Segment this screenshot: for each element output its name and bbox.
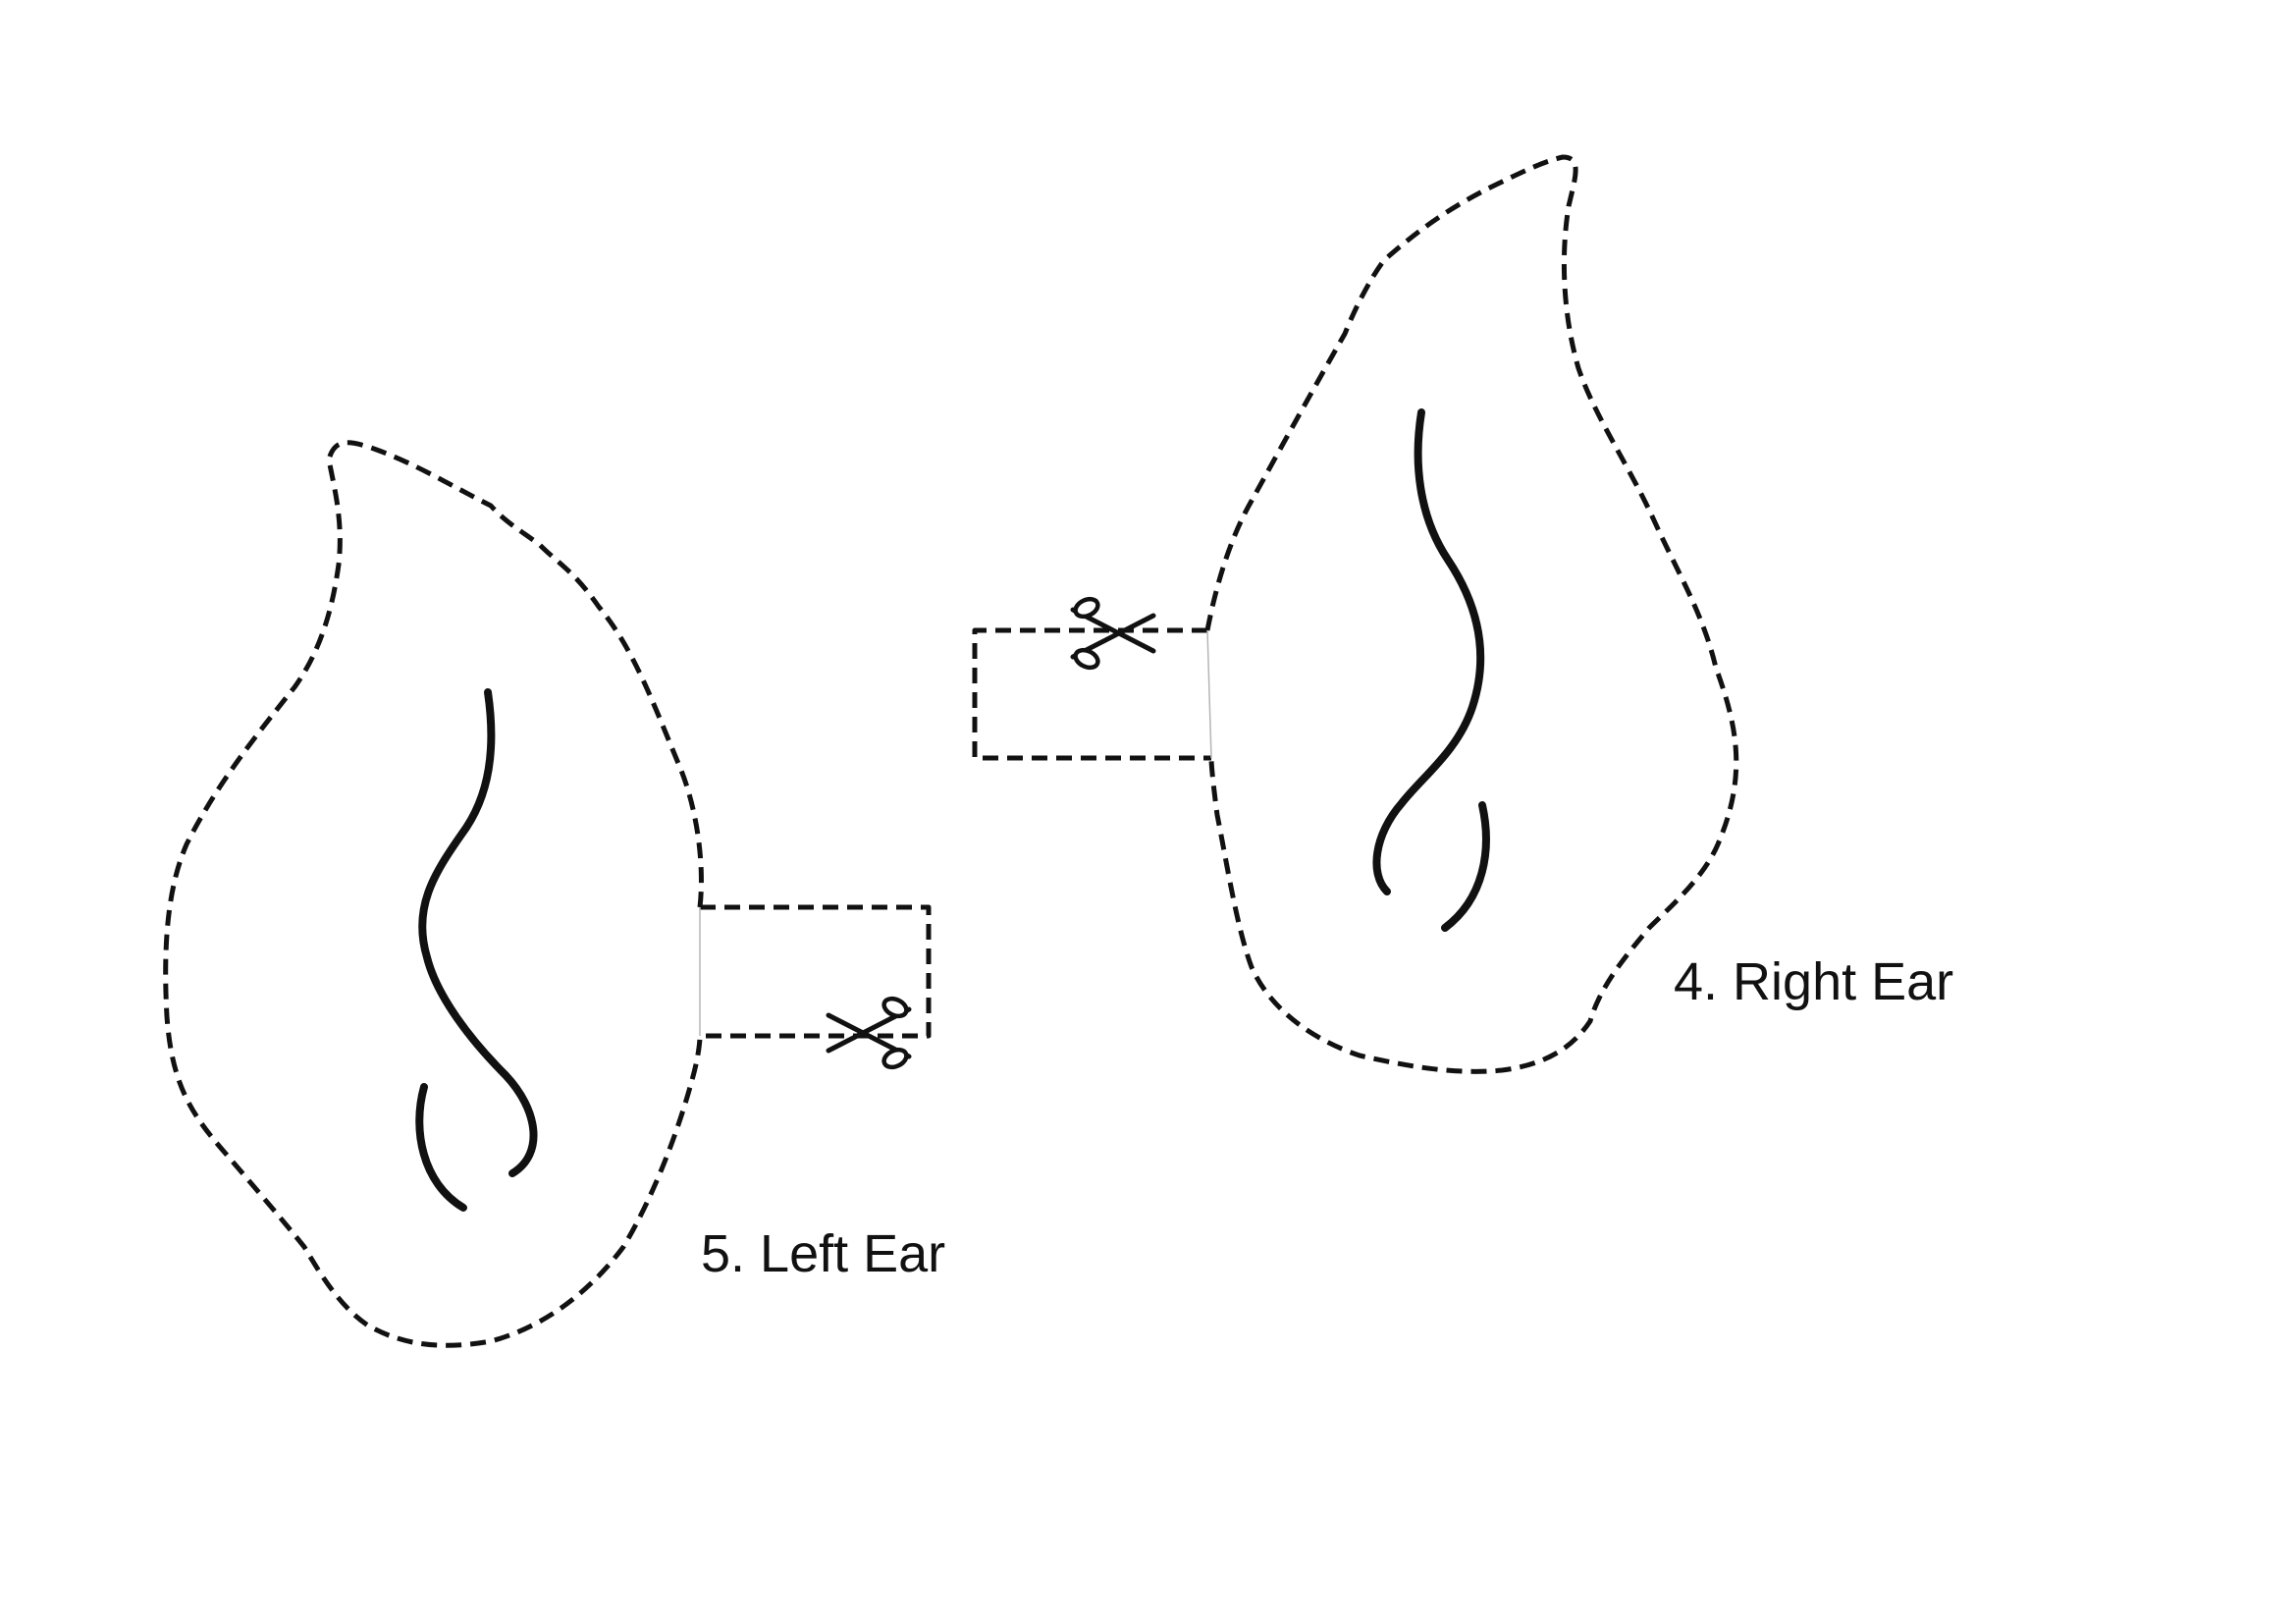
left-ear-label: 5. Left Ear xyxy=(701,1224,945,1283)
right-ear-fold-line xyxy=(1206,629,1212,759)
scissors-icon xyxy=(1070,596,1156,671)
left-ear-cut-outline xyxy=(163,440,704,1348)
right-ear-cut-outline xyxy=(1204,154,1739,1074)
left-ear-inner-curl xyxy=(415,1083,467,1212)
right-ear-inner-detail xyxy=(1372,408,1485,895)
scissors-icon xyxy=(826,996,912,1070)
left-ear-inner-detail xyxy=(418,688,538,1177)
right-ear-inner-curl xyxy=(1441,801,1490,932)
right-ear-piece: 4. Right Ear xyxy=(972,154,1953,1074)
right-ear-tab-cut-outline xyxy=(972,627,1211,761)
right-ear-label: 4. Right Ear xyxy=(1674,952,1953,1011)
left-ear-tab-cut-outline xyxy=(700,904,932,1039)
left-ear-piece: 5. Left Ear xyxy=(163,440,945,1348)
